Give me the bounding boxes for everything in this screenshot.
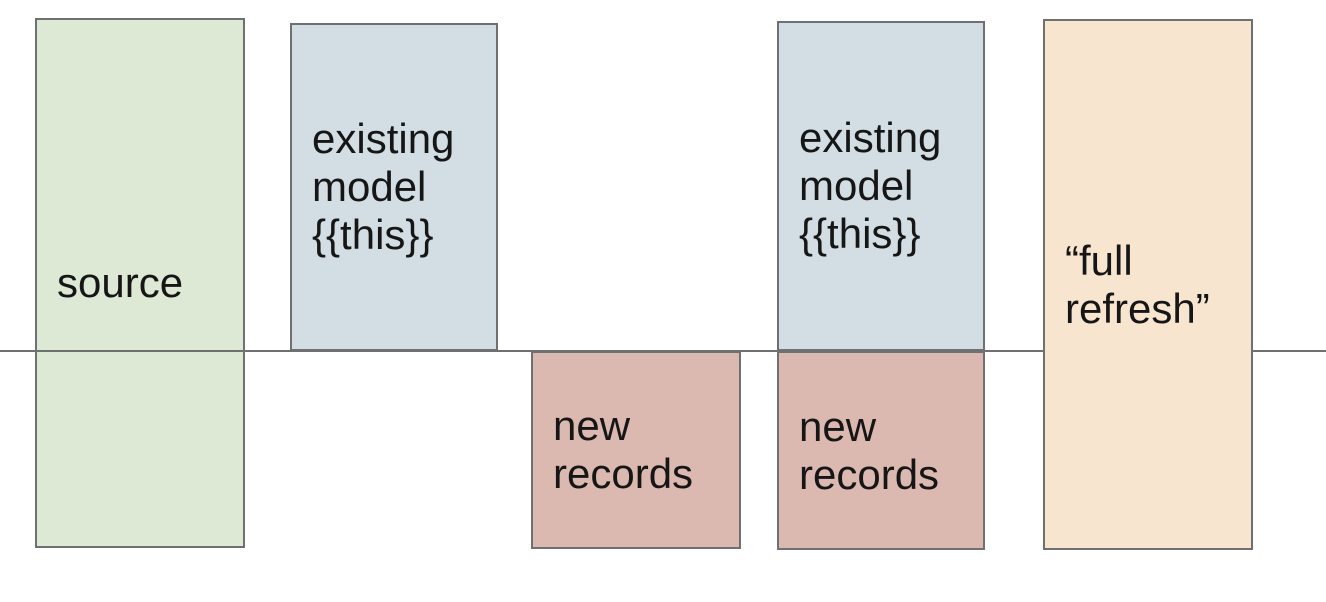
- box-new-records-left: new records: [531, 351, 741, 549]
- box-full-refresh-label: “full refresh”: [1065, 236, 1210, 332]
- box-full-refresh: “full refresh”: [1043, 19, 1253, 550]
- box-existing-model-right: existing model {{this}}: [777, 21, 985, 351]
- box-existing-model-left: existing model {{this}}: [290, 23, 498, 351]
- box-source-label: source: [57, 259, 184, 306]
- box-new-records-right-label: new records: [799, 402, 940, 498]
- box-new-records-left-label: new records: [553, 402, 694, 497]
- box-source: source: [35, 18, 245, 548]
- box-existing-model-left-label: existing model {{this}}: [312, 115, 455, 258]
- box-new-records-right: new records: [777, 351, 985, 550]
- box-existing-model-right-label: existing model {{this}}: [799, 114, 942, 257]
